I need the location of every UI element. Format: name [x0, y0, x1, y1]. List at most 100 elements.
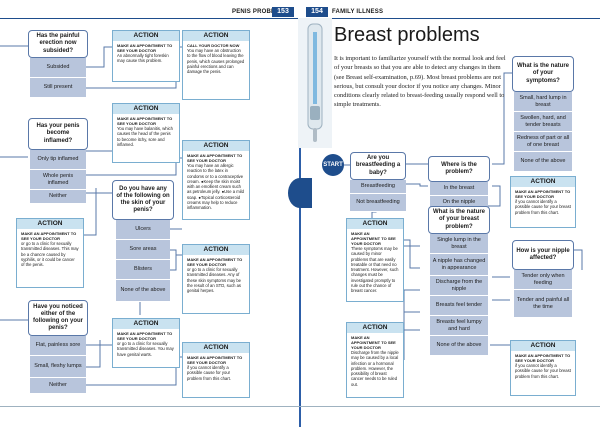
page-title: Breast problems	[334, 24, 480, 46]
action-instruction: MAKE AN APPOINTMENT TO SEE YOUR DOCTOR	[21, 231, 77, 241]
action-body: An abnormally tight foreskin may cause t…	[117, 53, 169, 64]
action-heading: ACTION	[511, 341, 575, 351]
left-q1-box: Has the painful erection now subsided?	[28, 30, 88, 58]
left-q4-answer-lumps: Small, fleshy lumps	[30, 356, 86, 378]
left-q2-answer-whole: Whole penis inflamed	[30, 170, 86, 190]
right-q4-text: What is the nature of your breast proble…	[432, 209, 485, 230]
action-heading: ACTION	[183, 141, 249, 151]
left-action-3: ACTION MAKE AN APPOINTMENT TO SEE YOUR D…	[112, 103, 180, 163]
start-marker: START	[322, 154, 344, 176]
action-body: if you cannot identify a possible cause …	[515, 199, 571, 215]
action-instruction: MAKE AN APPOINTMENT TO SEE YOUR DOCTOR	[515, 353, 571, 363]
right-q5-box: How is your nipple affected?	[512, 240, 574, 270]
left-q1-answer-still-present: Still present	[30, 78, 86, 98]
left-action-2: ACTION CALL YOUR DOCTOR NOW You may have…	[182, 30, 250, 100]
right-action-4: ACTION MAKE AN APPOINTMENT TO SEE YOUR D…	[510, 340, 576, 396]
right-q4-answer-single-lump: Single lump in the breast	[430, 234, 488, 254]
action-body: if you cannot identify a possible cause …	[187, 365, 231, 381]
action-body: or go to a clinic for sexually transmitt…	[187, 267, 241, 293]
action-instruction: MAKE AN APPOINTMENT TO SEE YOUR DOCTOR	[351, 335, 396, 350]
action-body: Discharge from the nipple may be caused …	[351, 350, 399, 387]
action-heading: ACTION	[113, 104, 179, 114]
right-q4-answer-discharge: Discharge from the nipple	[430, 276, 488, 296]
action-body: if you cannot identify a possible cause …	[515, 363, 571, 379]
action-instruction: MAKE AN APPOINTMENT TO SEE YOUR DOCTOR	[117, 331, 173, 341]
action-body: You may have an obstruction to the flow …	[187, 48, 245, 74]
left-q4-answer-flat-sore: Flat, painless sore	[30, 336, 86, 356]
right-q2-text: Where is the problem?	[441, 161, 477, 175]
left-q1-text: Has the painful erection now subsided?	[36, 33, 80, 54]
action-heading: ACTION	[183, 245, 249, 255]
left-q2-answer-tip: Only tip inflamed	[30, 150, 86, 170]
left-q1-answer-subsided: Subsided	[30, 58, 86, 78]
left-q4-text: Have you noticed either of the following…	[33, 303, 83, 332]
right-q4-box: What is the nature of your breast proble…	[428, 206, 490, 234]
left-q4-box: Have you noticed either of the following…	[28, 300, 88, 336]
left-q2-answer-neither: Neither	[30, 190, 86, 204]
spine-tab	[288, 178, 312, 208]
right-q4-answer-none: None of the above	[430, 336, 488, 356]
action-heading: ACTION	[113, 31, 179, 41]
action-heading: ACTION	[113, 319, 179, 329]
left-action-1: ACTION MAKE AN APPOINTMENT TO SEE YOUR D…	[112, 30, 180, 82]
action-heading: ACTION	[511, 177, 575, 187]
right-q3-text: What is the nature of your symptoms?	[516, 63, 569, 84]
right-q5-answer-feeding: Tender only when feeding	[514, 270, 572, 290]
right-q3-box: What is the nature of your symptoms?	[512, 56, 574, 92]
action-heading: ACTION	[183, 31, 249, 41]
action-heading: ACTION	[17, 219, 83, 229]
right-running-head: FAMILY ILLNESS	[332, 9, 384, 15]
right-action-3: ACTION MAKE AN APPOINTMENT TO SEE YOUR D…	[510, 176, 576, 228]
left-q3-answer-sore: Sore areas	[116, 240, 170, 260]
right-action-1: ACTION MAKE AN APPOINTMENT TO SEE YOUR D…	[346, 218, 404, 302]
thermometer-illustration	[298, 18, 332, 148]
right-q3-answer-lump: Small, hard lump in breast	[514, 92, 572, 112]
action-instruction: MAKE AN APPOINTMENT TO SEE YOUR DOCTOR	[187, 257, 243, 267]
right-q1-answer-not-breastfeeding: Not breastfeeding	[350, 194, 406, 212]
action-body: You may have an allergic reaction to the…	[187, 163, 244, 210]
action-instruction: MAKE AN APPOINTMENT TO SEE YOUR DOCTOR	[187, 153, 243, 163]
right-q2-answer-in-breast: In the breast	[430, 182, 488, 196]
action-instruction: MAKE AN APPOINTMENT TO SEE YOUR DOCTOR	[117, 43, 173, 53]
right-action-2: ACTION MAKE AN APPOINTMENT TO SEE YOUR D…	[346, 322, 404, 398]
action-heading: ACTION	[183, 343, 249, 353]
left-action-8: ACTION MAKE AN APPOINTMENT TO SEE YOUR D…	[182, 342, 250, 398]
spine-divider	[299, 18, 301, 427]
left-q2-box: Has your penis become inflamed?	[28, 118, 88, 150]
left-q3-box: Do you have any of the following on the …	[112, 180, 174, 220]
action-instruction: MAKE AN APPOINTMENT TO SEE YOUR DOCTOR	[351, 231, 396, 246]
right-q4-answer-nipple-changed: A nipple has changed in appearance	[430, 254, 488, 276]
action-body: or go to a clinic for sexually transmitt…	[117, 341, 174, 357]
action-heading: ACTION	[347, 219, 403, 229]
action-instruction: CALL YOUR DOCTOR NOW	[187, 43, 240, 48]
left-action-4: ACTION MAKE AN APPOINTMENT TO SEE YOUR D…	[182, 140, 250, 220]
action-instruction: MAKE AN APPOINTMENT TO SEE YOUR DOCTOR	[187, 355, 243, 365]
action-body: or go to a clinic for sexually transmitt…	[21, 241, 79, 267]
left-q3-text: Do you have any of the following on the …	[116, 185, 170, 214]
left-action-7: ACTION MAKE AN APPOINTMENT TO SEE YOUR D…	[112, 318, 180, 368]
action-body: You may have balanitis, which causes the…	[117, 126, 173, 147]
right-q5-answer-all-time: Tender and painful all the time	[514, 290, 572, 318]
action-instruction: MAKE AN APPOINTMENT TO SEE YOUR DOCTOR	[515, 189, 571, 199]
left-action-5: ACTION MAKE AN APPOINTMENT TO SEE YOUR D…	[16, 218, 84, 288]
right-q5-text: How is your nipple affected?	[516, 247, 570, 261]
right-q1-answer-breastfeeding-visible: Breastfeeding	[350, 180, 406, 194]
intro-paragraph: It is important to familiarize yourself …	[334, 55, 506, 109]
left-q3-answer-ulcers: Ulcers	[116, 220, 170, 240]
action-body: These symptoms may be caused by minor pr…	[351, 246, 399, 293]
right-q3-answer-none: None of the above	[514, 152, 572, 172]
right-page-number: 154	[306, 7, 328, 17]
left-q2-text: Has your penis become inflamed?	[36, 123, 80, 144]
right-q2-box: Where is the problem?	[428, 156, 490, 182]
footer-rule	[0, 406, 600, 407]
action-instruction: MAKE AN APPOINTMENT TO SEE YOUR DOCTOR	[117, 116, 173, 126]
action-heading: ACTION	[347, 323, 403, 333]
left-q3-answer-none: None of the above	[116, 280, 170, 302]
right-q3-answer-redness: Redness of part or all of one breast	[514, 132, 572, 152]
left-page-number: 153	[272, 7, 294, 17]
left-q3-answer-blisters: Blisters	[116, 260, 170, 280]
left-q4-answer-neither: Neither	[30, 378, 86, 394]
right-q3-answer-swollen: Swollen, hard, and tender breasts	[514, 112, 572, 132]
right-q4-answer-lumpy: Breasts feel lumpy and hard	[430, 316, 488, 336]
left-running-head: PENIS PROBLEMS	[232, 9, 289, 15]
